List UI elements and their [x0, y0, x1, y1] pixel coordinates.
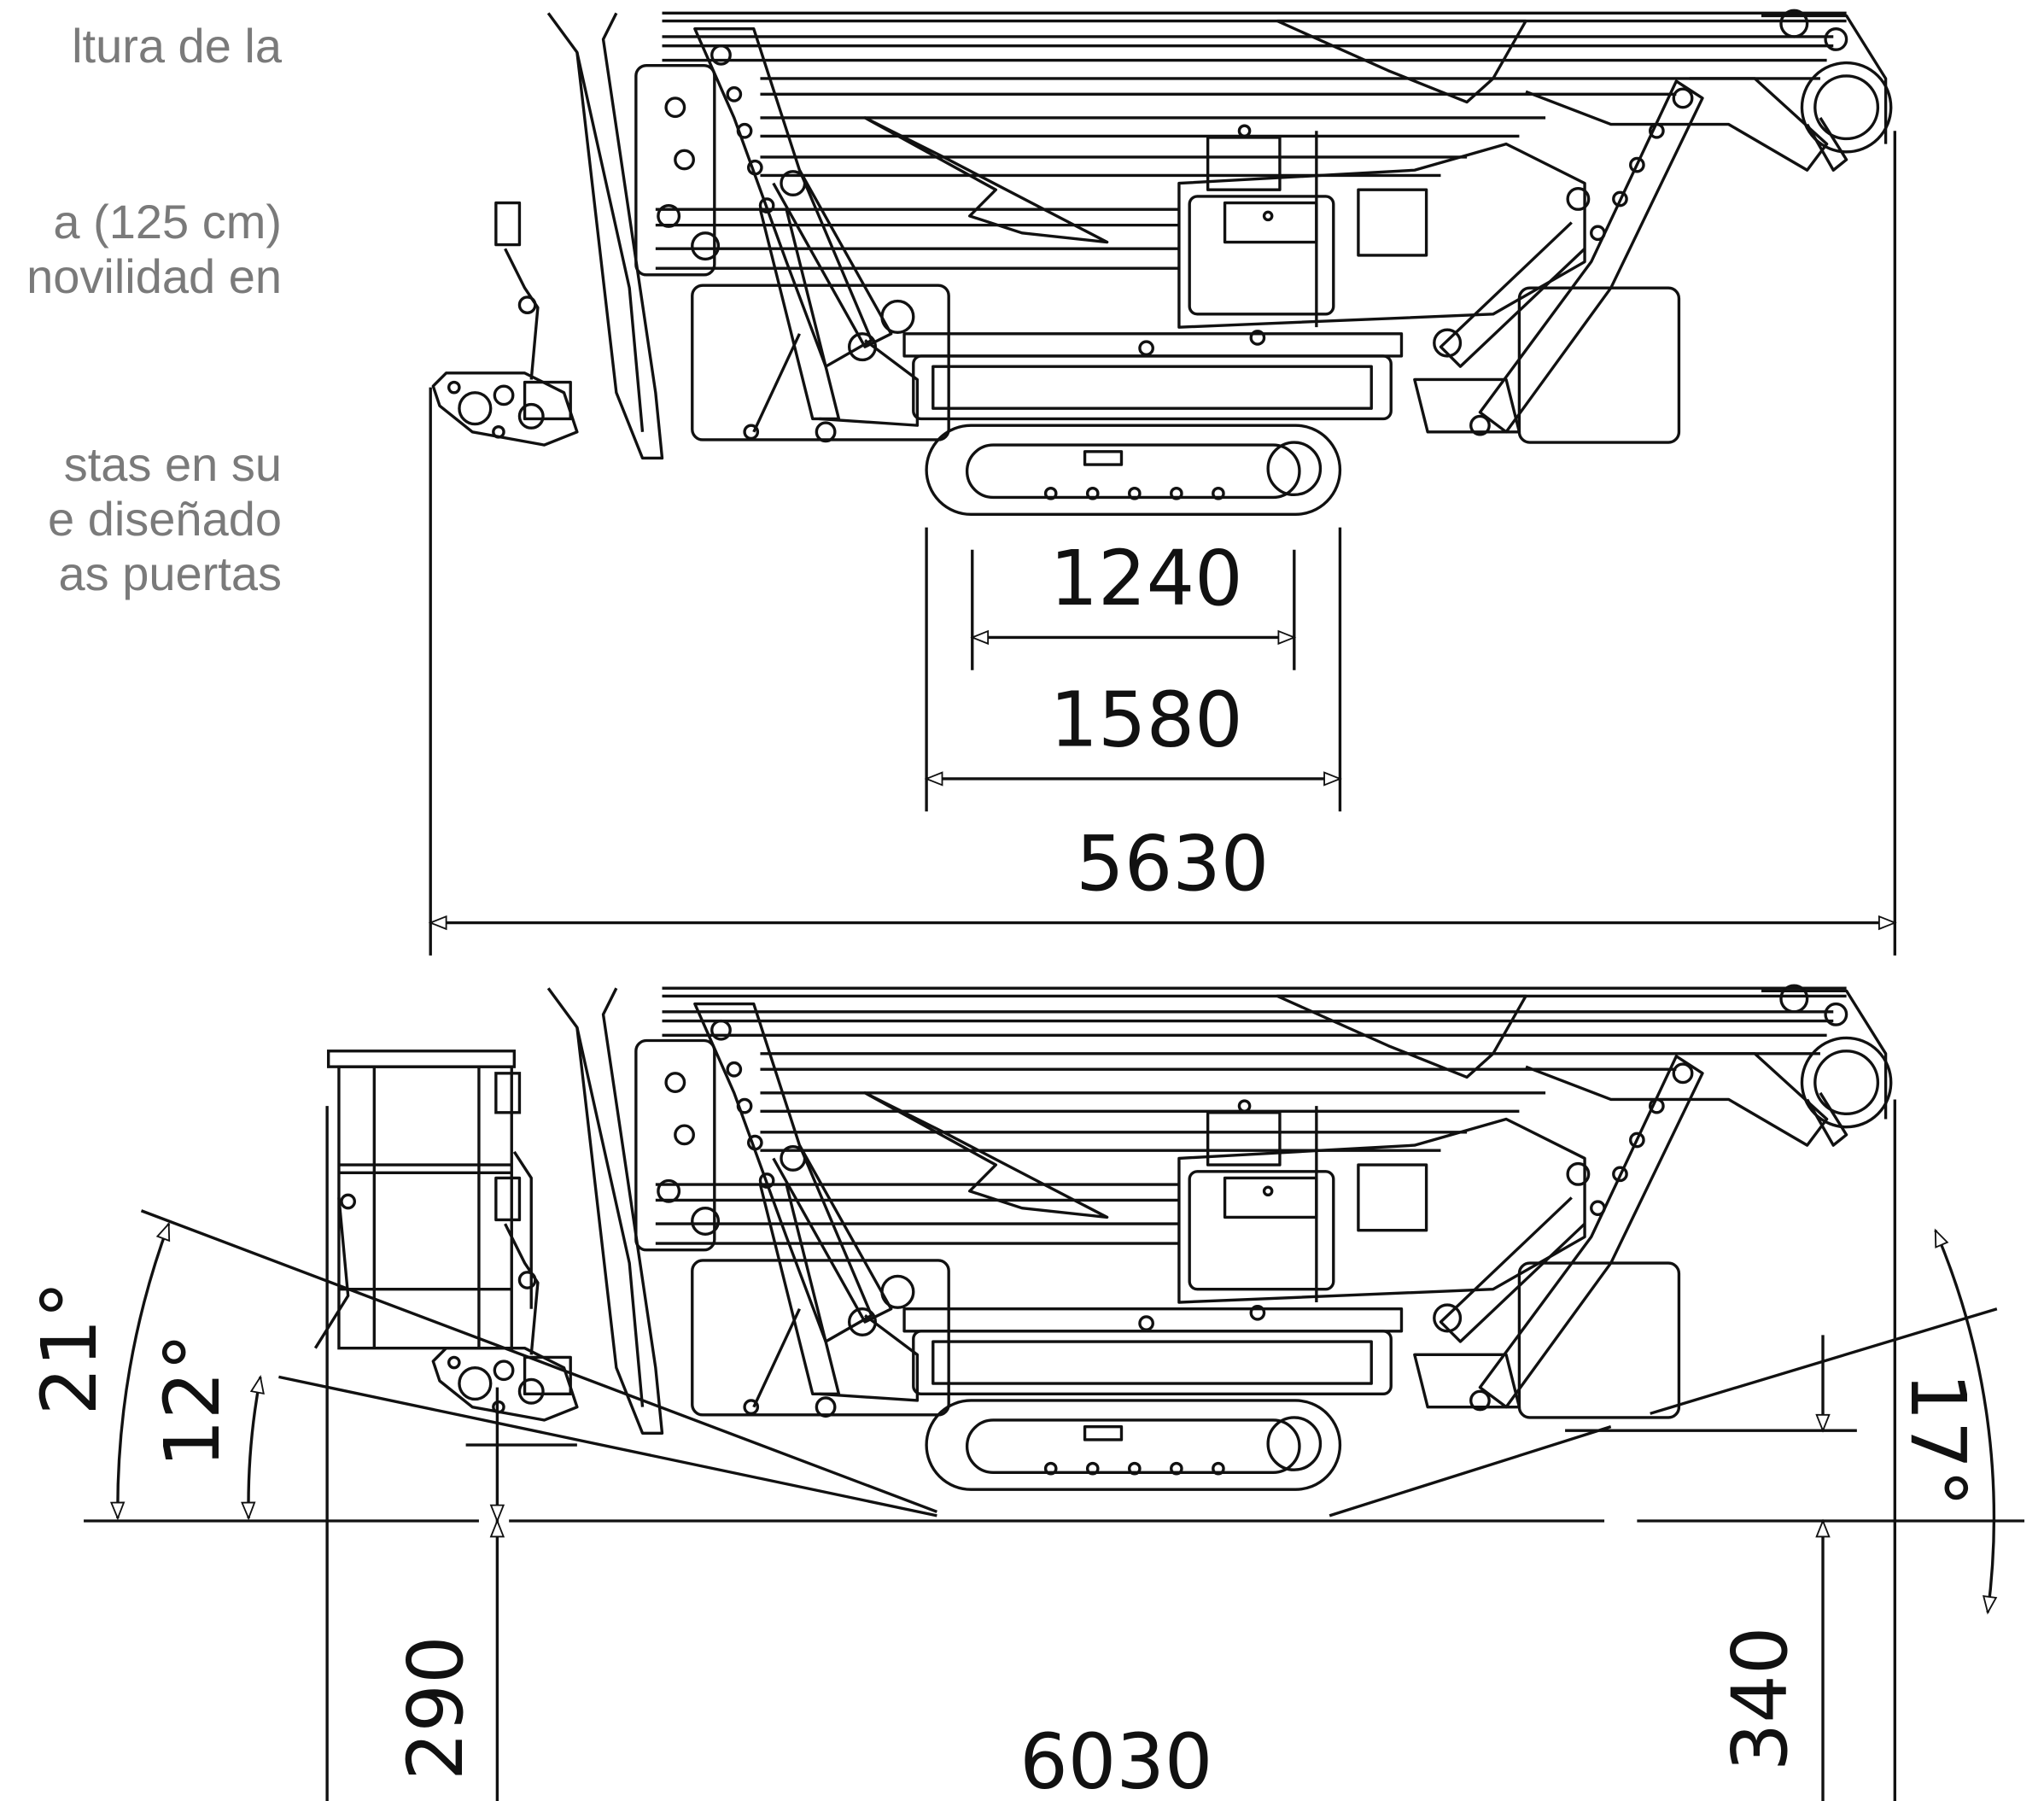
description-line: ltura de la [72, 19, 282, 73]
angle-label-17: 17° [1894, 1372, 1983, 1507]
dim-label-track-inner: 1240 [1050, 534, 1243, 623]
dim-label-track-outer: 1580 [1050, 675, 1243, 764]
departure-line-17 [1329, 1425, 1612, 1517]
description-paragraph-3: stas en su e diseñado as puertas [48, 437, 282, 601]
articulated-arm [546, 12, 920, 460]
description-paragraph-1: ltura de la [72, 19, 282, 73]
clearance-dims [325, 1099, 1896, 1801]
description-text-fragment: ltura de la a (125 cm) novilidad en stas… [0, 0, 285, 649]
description-line: stas en su [63, 437, 282, 491]
boom-head [1525, 9, 1893, 172]
chassis [902, 330, 1404, 421]
description-line: a (125 cm) [53, 195, 282, 249]
approach-line-12 [278, 1375, 937, 1517]
dim-label-front-clearance: 290 [391, 1635, 480, 1781]
description-line: e diseñado [47, 492, 282, 546]
turret-body [691, 124, 1681, 444]
description-line: as puertas [58, 547, 283, 600]
dim-label-transport-length: 5630 [1076, 819, 1269, 908]
machine-transport-view [431, 9, 1893, 517]
dimension-labels-bottom: 6030 290 340 21° 12° 17° [25, 1281, 1983, 1801]
arc-17 [1934, 1228, 1998, 1615]
description-paragraph-2: a (125 cm) novilidad en [26, 195, 282, 304]
crawler-track [925, 424, 1342, 517]
basket-cage [313, 1050, 533, 1350]
angle-label-21: 21° [25, 1281, 114, 1416]
jib-folded [431, 201, 579, 447]
dimension-labels-top: 1240 1580 5630 [1050, 534, 1270, 908]
dimension-lines-top [428, 131, 1897, 956]
angle-lines [109, 1209, 1998, 1615]
approach-line-21 [140, 1209, 937, 1513]
machine-working-view [431, 984, 1893, 1491]
dim-label-rear-clearance: 340 [1715, 1627, 1804, 1772]
arc-12 [241, 1374, 265, 1521]
description-line: novilidad en [26, 249, 282, 303]
angle-label-12: 12° [148, 1333, 237, 1468]
stabilizer-arm-right [1413, 79, 1704, 436]
dim-label-working-length: 6030 [1019, 1717, 1212, 1801]
arc-21 [109, 1221, 171, 1521]
